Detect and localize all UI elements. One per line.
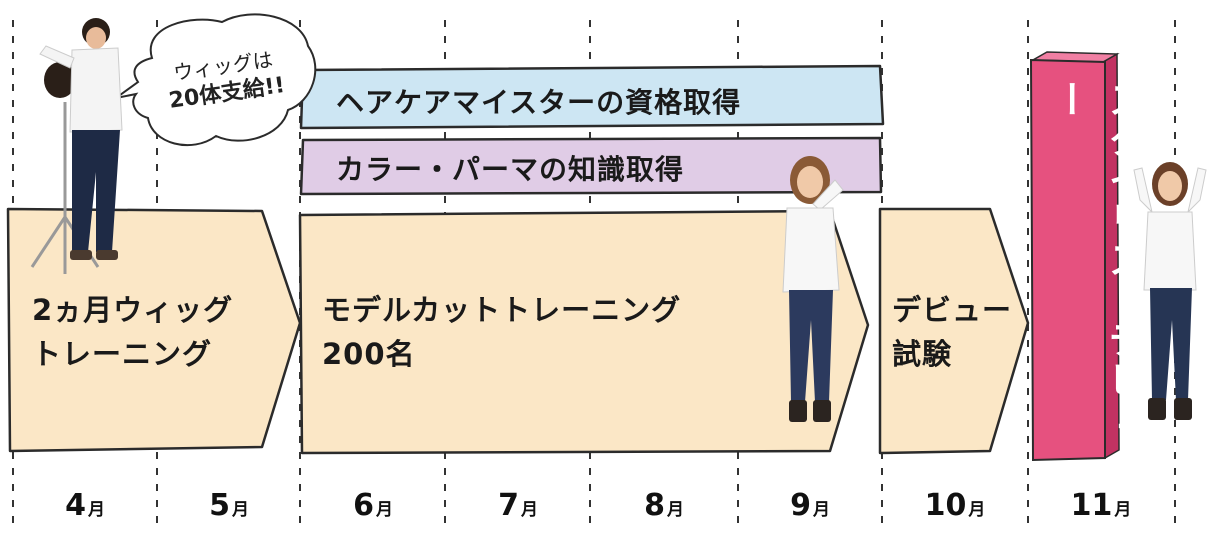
trainee-shirt (69, 47, 123, 133)
speech-bubble (115, 13, 317, 146)
bubble-outline (115, 13, 317, 146)
model-cut-arrow (298, 209, 870, 455)
debut-exam-label: デビュー 試験 (892, 293, 1013, 371)
stage-arrows (6, 207, 1030, 455)
stylist-raised-arms (1133, 167, 1207, 214)
stylist-face (1158, 171, 1182, 201)
model-cut-label: モデルカットトレーニング 200名 (322, 293, 682, 371)
model-woman-photo (782, 156, 844, 422)
model-blouse (782, 207, 840, 293)
trainee-arm (39, 45, 75, 69)
debut-exam-arrow (878, 207, 1030, 455)
model-raised-arm (812, 179, 844, 211)
cheering-stylist-photo (1133, 162, 1207, 420)
trainee-pants (72, 130, 120, 252)
model-face (797, 166, 823, 198)
wig-head (44, 62, 76, 98)
color-perm-bar-shape (299, 136, 883, 196)
top-bars (299, 64, 885, 196)
haircare-bar-label: ヘアケアマイスターの資格取得 (336, 86, 742, 119)
stylist-debut-label: スタイリストデビュー (1047, 80, 1146, 440)
color-perm-bar-label: カラー・パーマの知識取得 (336, 153, 685, 186)
model-jeans (789, 290, 833, 402)
haircare-bar-shape (299, 64, 885, 130)
trainee-with-wig-stand-photo (30, 18, 123, 274)
stylist-debut-block (1029, 51, 1120, 462)
stylist-blouse (1143, 211, 1197, 291)
stylist-jeans (1150, 288, 1192, 400)
wig-training-arrow (6, 207, 302, 453)
wig-training-label: 2ヵ月ウィッグ トレーニング (32, 293, 234, 371)
debut-block-front (1029, 58, 1106, 462)
